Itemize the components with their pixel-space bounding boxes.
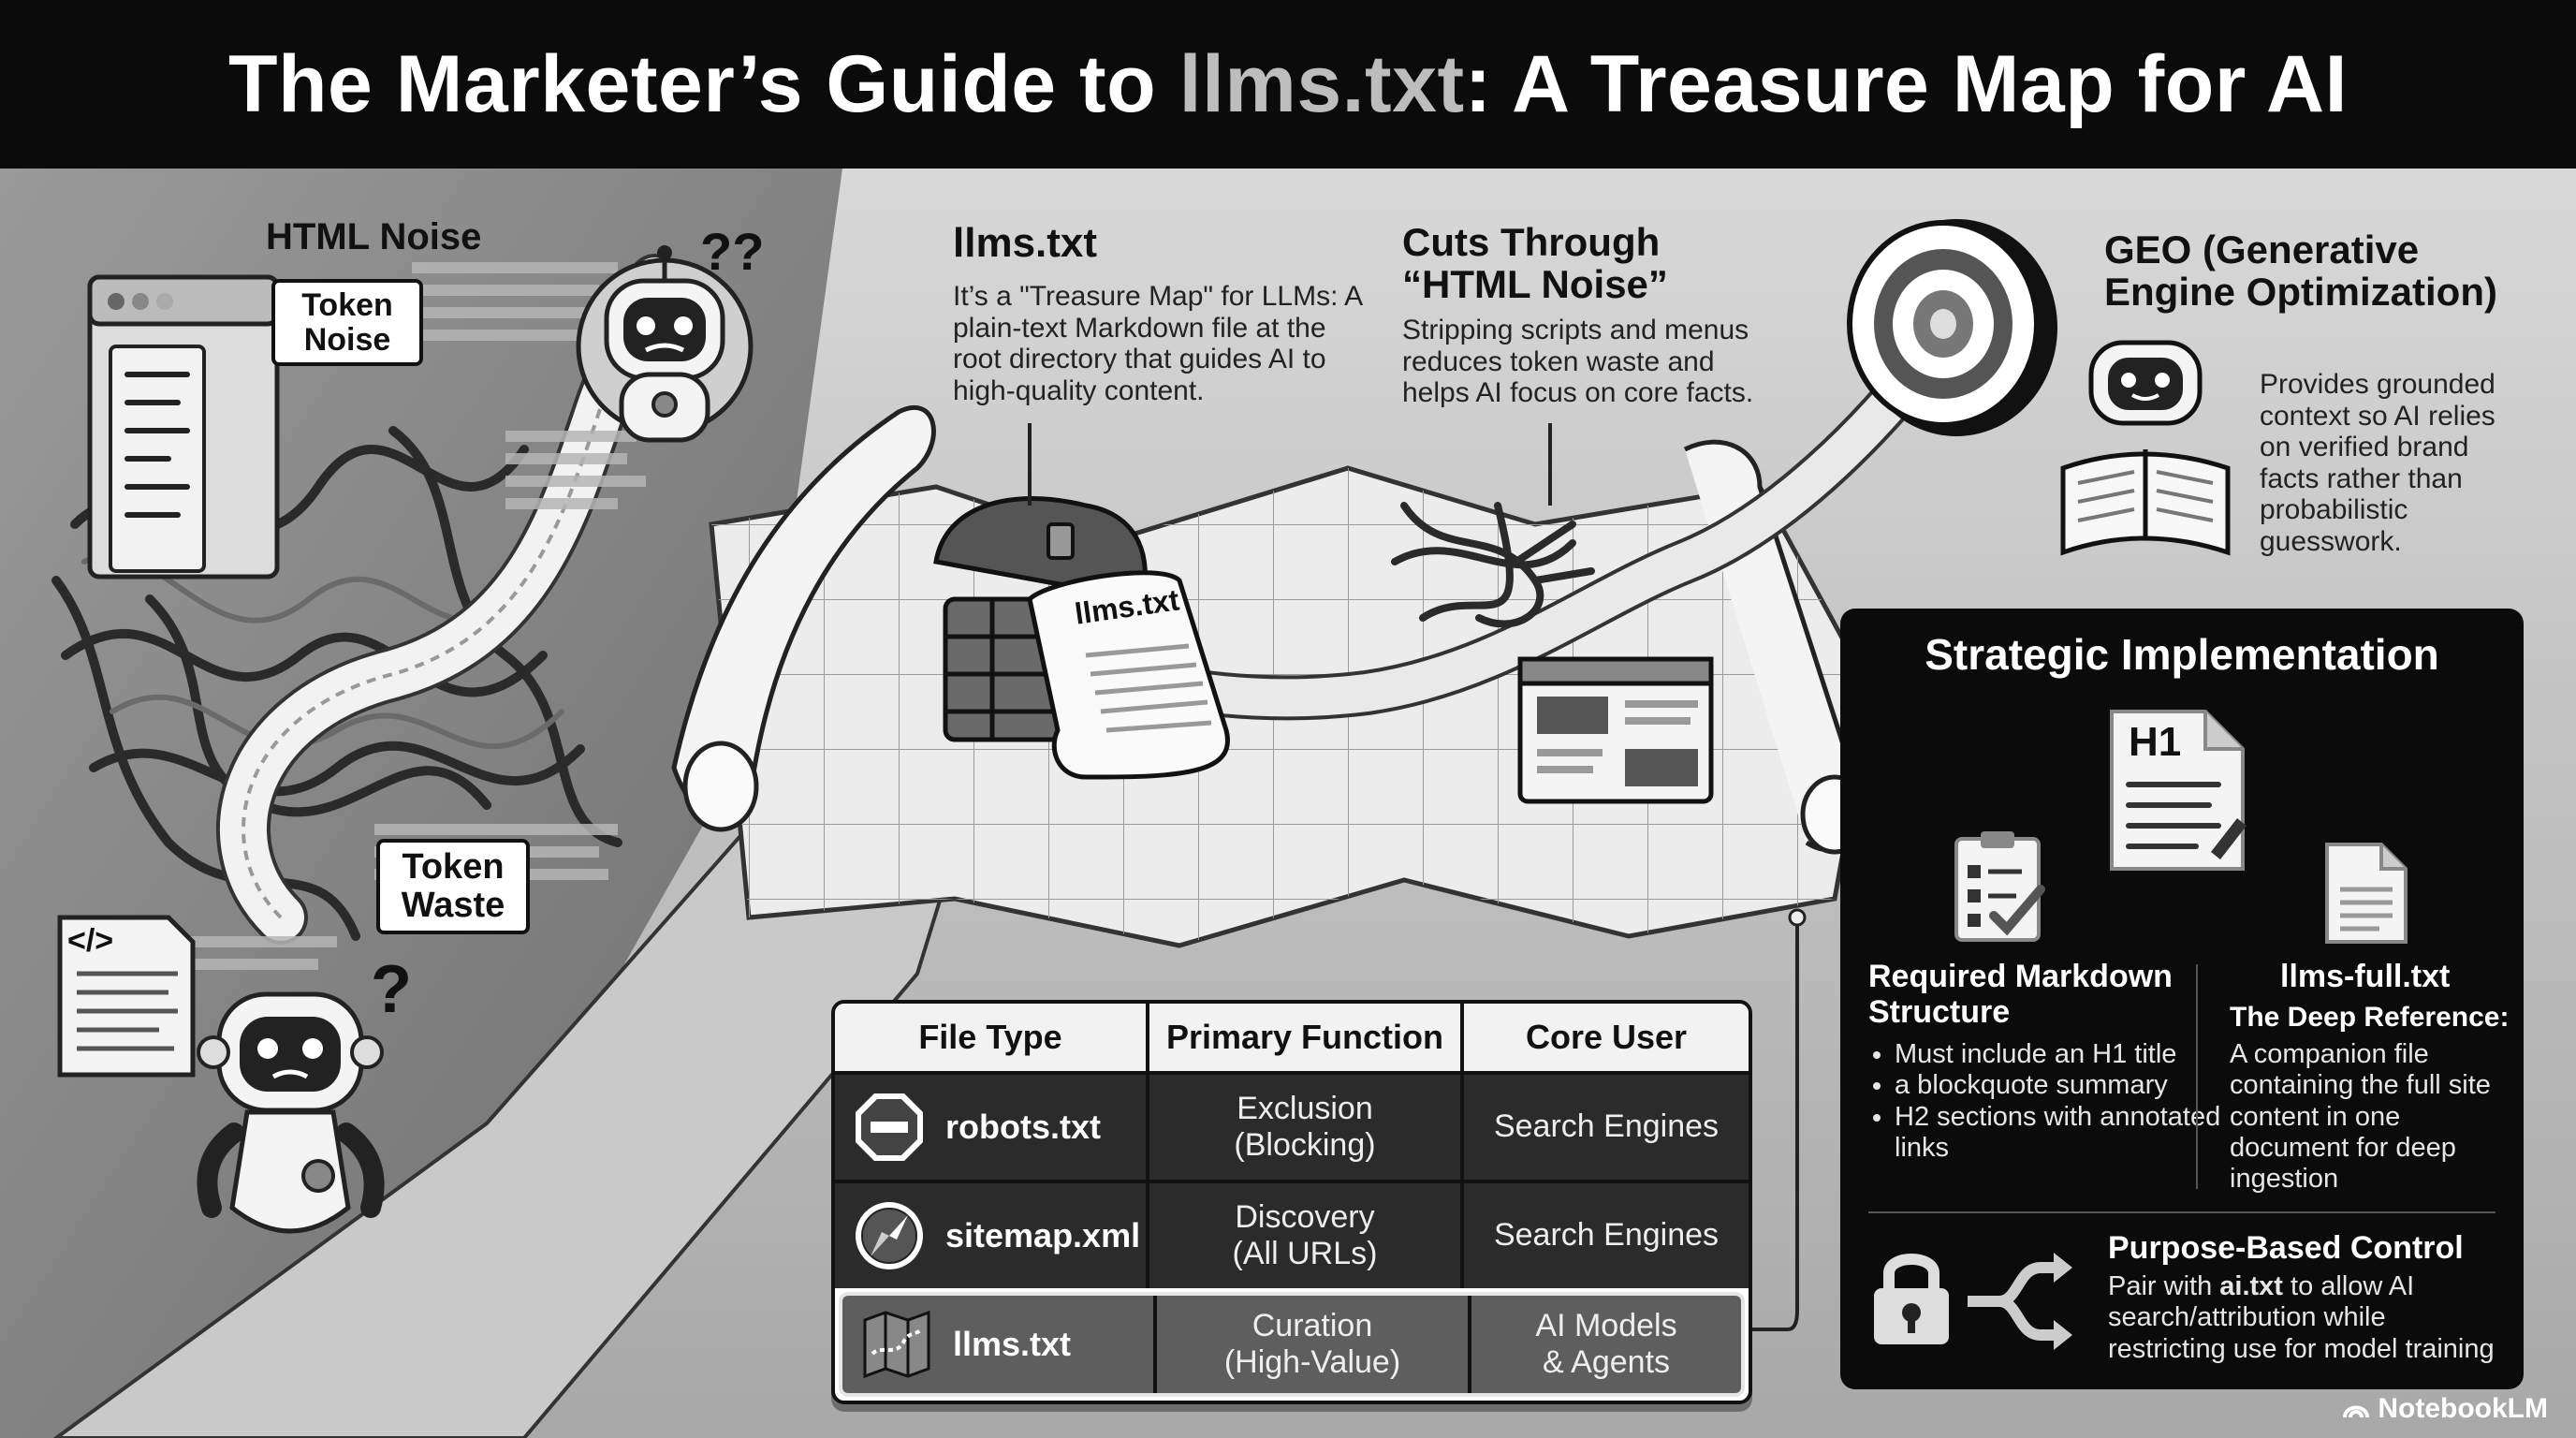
primary-function: Curation(High-Value)	[1223, 1307, 1401, 1380]
map-icon	[863, 1310, 930, 1379]
full-subheading: The Deep Reference:	[2230, 1002, 2510, 1033]
file-type-table: File Type Primary Function Core User rob…	[831, 1000, 1752, 1404]
cuts-heading: Cuts Through “HTML Noise”	[1402, 220, 1668, 307]
file-name: llms.txt	[953, 1325, 1072, 1363]
h1-label: H1	[2129, 719, 2182, 765]
full-description: A companion file containing the full sit…	[2230, 1039, 2491, 1195]
page-title: The Marketer’s Guide to llms.txt: A Trea…	[227, 38, 2349, 129]
target-icon	[1847, 219, 2057, 436]
header-core-user: Core User	[1525, 1018, 1688, 1056]
table-row: sitemap.xml Discovery(All URLs) Search E…	[835, 1180, 1749, 1288]
llms-scroll-icon	[1027, 570, 1230, 780]
table-row: robots.txt Exclusion(Blocking) Search En…	[835, 1071, 1749, 1180]
token-noise-label: Token Noise	[271, 279, 423, 367]
list-item: Must include an H1 title	[1895, 1039, 2222, 1070]
title-bar: The Marketer’s Guide to llms.txt: A Trea…	[0, 0, 2576, 169]
markdown-heading: Required Markdown Structure	[1868, 959, 2173, 1031]
notebooklm-logo-icon	[2343, 1405, 2370, 1418]
panel-title: Strategic Implementation	[1925, 630, 2439, 679]
core-user: Search Engines	[1493, 1217, 1720, 1254]
file-name: robots.txt	[945, 1108, 1101, 1146]
core-user: Search Engines	[1493, 1108, 1720, 1145]
markdown-bullet-list: Must include an H1 title a blockquote su…	[1868, 1039, 2222, 1164]
cuts-description: Stripping scripts and menus reduces toke…	[1402, 315, 1754, 409]
question-marks-top: ??	[700, 222, 765, 281]
h1-document-icon	[2110, 710, 2247, 871]
clean-browser-icon	[1517, 656, 1714, 804]
strategic-implementation-panel: Strategic Implementation H1 Required Mar…	[1840, 609, 2524, 1389]
list-item: H2 sections with annotated links	[1895, 1102, 2222, 1165]
question-mark-bottom: ?	[371, 952, 412, 1027]
checklist-icon	[1954, 831, 2045, 942]
full-heading: llms-full.txt	[2280, 959, 2451, 994]
core-user: AI Models& Agents	[1535, 1307, 1677, 1380]
section-divider	[1868, 1211, 2496, 1213]
primary-function: Discovery(All URLs)	[1232, 1198, 1378, 1271]
table-row: llms.txt Curation(High-Value) AI Models&…	[839, 1292, 1745, 1397]
list-item: a blockquote summary	[1895, 1070, 2222, 1101]
llms-heading: llms.txt	[953, 220, 1098, 266]
robot-sad-icon	[197, 991, 385, 1234]
table-header-row: File Type Primary Function Core User	[835, 1004, 1749, 1071]
full-document-icon	[2325, 843, 2408, 944]
notebooklm-watermark: NotebookLM	[2342, 1393, 2548, 1425]
header-primary-function: Primary Function	[1149, 1004, 1464, 1071]
html-noise-heading: HTML Noise	[266, 216, 482, 257]
robot-reading-icon	[2060, 340, 2231, 556]
code-symbol: </>	[67, 923, 114, 959]
geo-description: Provides grounded context so AI relies o…	[2260, 369, 2496, 557]
browser-window-icon	[87, 274, 280, 580]
code-document-icon	[57, 915, 196, 1078]
purpose-heading: Purpose-Based Control	[2108, 1230, 2464, 1266]
token-waste-label: Token Waste	[376, 839, 530, 935]
lock-icon	[1874, 1254, 1949, 1344]
purpose-description: Pair with ai.txt to allow AI search/attr…	[2108, 1271, 2495, 1364]
compass-icon	[856, 1202, 923, 1269]
stop-icon	[856, 1093, 923, 1161]
header-file-type: File Type	[835, 1004, 1149, 1071]
robot-confused-icon	[576, 245, 754, 443]
file-name: sitemap.xml	[945, 1216, 1141, 1255]
scissor-tangle-icon	[1391, 502, 1595, 628]
llms-description: It’s a "Treasure Map" for LLMs: A plain-…	[953, 281, 1362, 406]
split-arrow-icon	[1968, 1253, 2072, 1350]
primary-function: Exclusion(Blocking)	[1234, 1090, 1376, 1163]
geo-heading: GEO (Generative Engine Optimization)	[2104, 227, 2497, 315]
column-divider	[2196, 964, 2198, 1189]
